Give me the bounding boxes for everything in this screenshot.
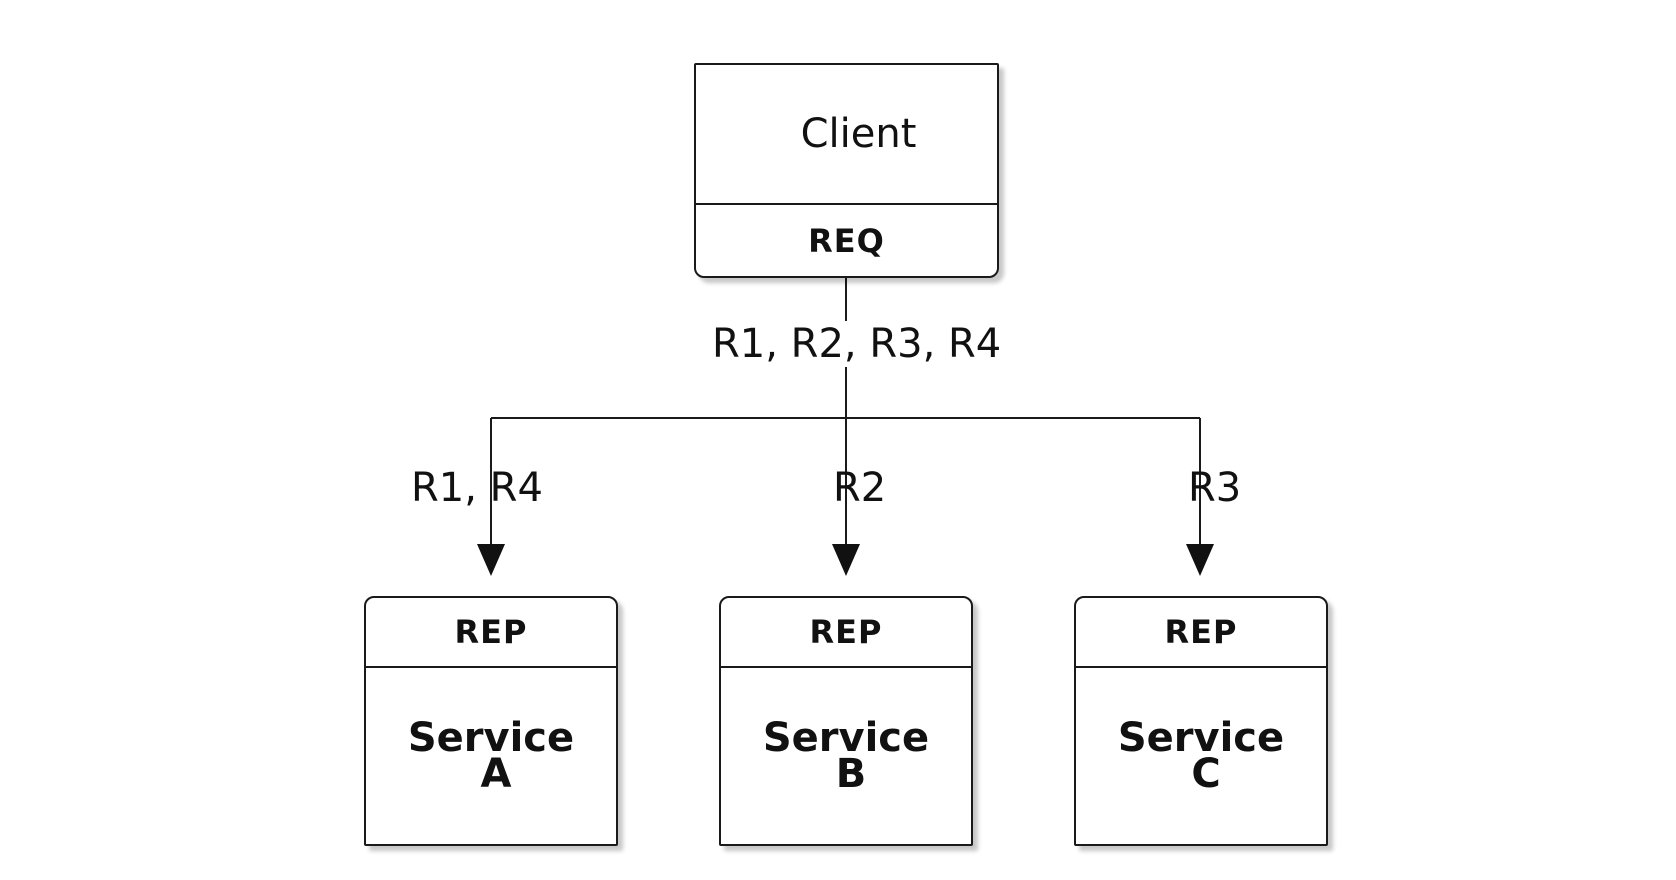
service-a-name: Service: [407, 715, 575, 761]
arrowhead-a: [477, 544, 505, 576]
client-header: Client: [696, 65, 997, 205]
client-node: Client REQ: [694, 63, 999, 278]
service-c-socket: REP: [1076, 598, 1326, 668]
service-a-socket-label: REP: [454, 613, 528, 651]
request-label: R1, R2, R3, R4: [706, 321, 1008, 367]
service-b-socket-label: REP: [809, 613, 883, 651]
branch-label-c: R3: [1188, 465, 1242, 511]
service-b-body: Service B: [721, 668, 971, 844]
arrowhead-c: [1186, 544, 1214, 576]
service-a-socket: REP: [366, 598, 616, 668]
service-c-socket-label: REP: [1164, 613, 1238, 651]
service-node-b: REP Service B: [719, 596, 973, 846]
service-a-body: Service A: [366, 668, 616, 844]
service-b-letter: B: [835, 751, 867, 797]
branch-label-b: R2: [833, 465, 887, 511]
service-c-letter: C: [1191, 751, 1221, 797]
service-a-letter: A: [480, 751, 512, 797]
service-c-body: Service C: [1076, 668, 1326, 844]
branch-label-a: R1, R4: [411, 465, 543, 511]
arrowhead-b: [832, 544, 860, 576]
service-c-name: Service: [1117, 715, 1285, 761]
client-socket-label: REQ: [808, 221, 885, 260]
service-b-name: Service: [762, 715, 930, 761]
service-node-a: REP Service A: [364, 596, 618, 846]
service-b-socket: REP: [721, 598, 971, 668]
client-socket: REQ: [696, 205, 997, 276]
service-node-c: REP Service C: [1074, 596, 1328, 846]
client-title: Client: [800, 111, 917, 157]
